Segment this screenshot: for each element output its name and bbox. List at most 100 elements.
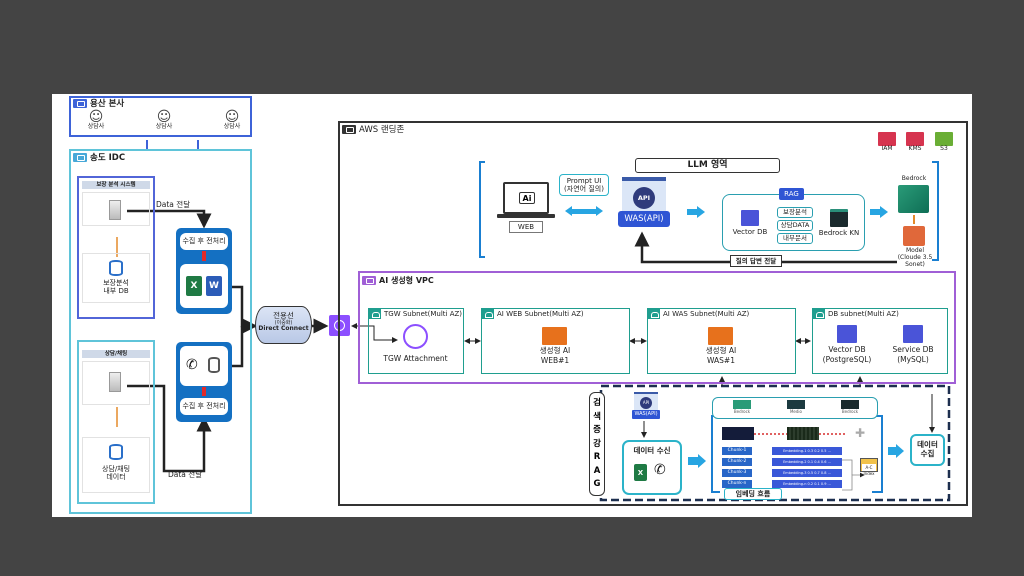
web-laptop: Ai WEB [497,174,555,236]
office-icon [73,99,87,108]
index-item: A-C Index [858,458,880,477]
direct-connect-cylinder: 전용선 (이중화) Direct Connect [255,306,312,344]
api-label: API [633,187,655,209]
s3-bucket-icon [935,132,953,146]
preprocess-box-2: ✆ 수집 후 전처리 [176,342,232,422]
data-receive-label: 데이터 수신 [633,446,671,455]
subnet-title: DB subnet(Multi AZ) [828,310,899,318]
bedrock-kn-label: Bedrock KN [818,229,860,237]
router-to-tgw-arrow [351,323,398,343]
phone-chat-icon: ✆ [186,357,198,373]
hq-header: 용산 본사 [73,99,124,110]
model-label: Model (Cloude 3.5 Sonet) [892,247,938,269]
answer-delivery-label: 질의 답변 전달 [730,255,782,267]
prompt-line2: (자연어 질의) [564,185,604,193]
idc-header: 송도 IDC [73,153,125,164]
dx-line3: Direct Connect [258,325,309,333]
aws-header: AWS 랜딩존 [342,125,404,136]
chat-system-group: 상담/채팅 상담/채팅 데이터 [77,340,155,504]
aws-cloud-icon [342,125,356,134]
db-label-line2: 데이터 [106,473,126,482]
agent-3: ☺ 상담사 [217,110,247,131]
preprocess-box-1: 수집 후 전처리 X W [176,228,232,314]
headset-agent-icon: ☺ [224,109,240,125]
agent-1: ☺ 상담사 [81,110,111,131]
bedrock-kn-item: Bedrock KN [815,209,863,237]
llm-area-label: LLM 영역 [635,158,780,173]
vector-db-item: Vector DB [728,210,772,236]
data-receive-box: 데이터 수신 X ✆ [622,440,682,495]
server-icon [109,372,121,392]
embedding-item: Embedding-n 0.2 0.1 0.9 ... [772,480,842,488]
database-icon [109,260,123,276]
word-icon: W [206,276,222,296]
bidirectional-arrow-icon [565,206,603,216]
was-api-block: API WAS(API) [618,177,670,233]
right-arrow-icon [687,206,705,218]
right-arrow-icon [870,206,888,218]
idc-title: 송도 IDC [90,153,126,163]
db-subnet: DB subnet(Multi AZ) Vector DB (PostgreSQ… [812,308,948,374]
rag-tag-2: 상담DATA [777,220,813,231]
model-line3: Sonet) [905,261,925,269]
chunk-item: Chunk-3 [722,469,752,477]
web-instance-line2: WEB#1 [540,356,570,365]
subnet-icon [482,309,494,319]
service-db-line2: (MySQL) [897,355,929,364]
dx-line2: (이중화) [274,319,293,326]
hq-group: 용산 본사 ☺ 상담사 ☺ 상담사 ☺ 상담사 [69,96,252,137]
preprocess-label: 수집 후 전처리 [180,398,228,415]
preprocess-label: 수집 후 전처리 [180,233,228,250]
service-db-line1: Service DB [892,345,934,354]
ec2-instance-icon [708,327,733,345]
architecture-diagram: 용산 본사 ☺ 상담사 ☺ 상담사 ☺ 상담사 송도 IDC 보장 분석 시스템… [52,94,972,517]
data-collect-box: 데이터 수집 [910,434,945,466]
answer-return-arrow [634,231,897,264]
document-screenshot-thumb [722,427,754,440]
web-left-bracket [479,161,485,258]
web-instance-line1: 생성형 AI [539,346,571,355]
aws-landing-zone: AWS 랜딩존 [338,121,968,506]
excel-icon: X [634,464,647,481]
embed-index-line [842,459,853,475]
right-arrow-icon [688,454,706,468]
phone-chat-icon: ✆ [654,462,666,478]
pipeline-was-api: API WAS(API) [632,392,660,420]
s3-service: S3 [934,132,954,153]
vector-db-line2: (PostgreSQL) [822,355,872,364]
coverage-system-label: 보장 분석 시스템 [82,181,150,189]
chunk-item: Chunk-n [722,480,752,488]
ai-web-subnet: AI WEB Subnet(Multi AZ) 생성형 AI WEB#1 [481,308,630,374]
embedding-item: Embedding-1 0.3 0.2 0.5 ... [772,447,842,455]
iam-icon [878,132,896,146]
agent-2: ☺ 상담사 [149,110,179,131]
kms-key-icon [906,132,924,146]
rag-vertical-label: 검 색 증 강 R A G [589,392,605,496]
service-db-rds-icon [903,325,923,343]
file-icons-panel: X W [180,264,228,308]
agent-label: 상담사 [155,123,173,130]
was-label: WAS(API) [632,410,660,419]
chat-icons-panel: ✆ [180,346,228,386]
bedrock-tool-icon [733,400,751,409]
s3-label: S3 [940,145,948,152]
vlabel-char: 증 [593,425,601,435]
agent-label: 상담사 [87,123,105,130]
excel-icon: X [186,276,202,296]
model-line2: (Cloude 3.5 [897,254,933,262]
subnet-header: TGW Subnet(Multi AZ) [369,309,462,319]
index-folder-icon: A-C [860,458,878,472]
vector-db-label: Vector DB [732,228,768,236]
subnet-header: AI WEB Subnet(Multi AZ) [482,309,584,319]
embedding-tools-box: Bedrock Medio Bedrock [712,397,878,419]
data-transfer-arrow-2 [127,384,212,473]
tgw-attachment-label: TGW Attachment [383,354,448,363]
web-label: WEB [509,221,543,233]
coverage-system-group: 보장 분석 시스템 보장분석 내부 DB [77,176,155,319]
db-label-line1: 보장분석 [103,279,129,287]
idc-group: 송도 IDC [69,149,252,514]
chunk-item: Chunk-1 [722,447,752,455]
vlabel-char: A [593,465,601,476]
was-instance-line2: WAS#1 [707,356,735,365]
dx-line1: 전용선 [273,311,294,320]
